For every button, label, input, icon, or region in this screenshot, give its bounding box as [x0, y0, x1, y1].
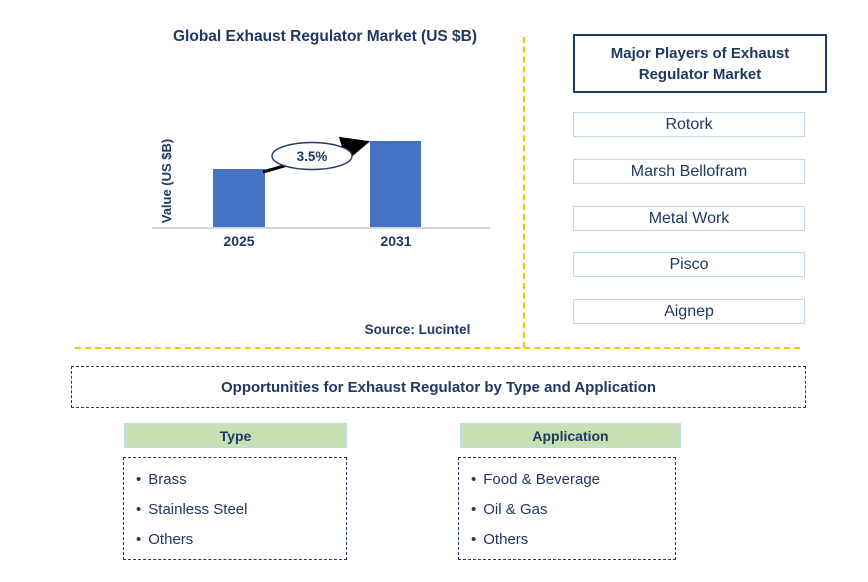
player-item: Marsh Bellofram [573, 159, 805, 184]
type-column-header: Type [124, 423, 347, 448]
growth-ellipse [271, 141, 353, 171]
player-item: Aignep [573, 299, 805, 324]
type-item-label: Stainless Steel [148, 501, 248, 518]
player-item: Metal Work [573, 206, 805, 231]
chart-title: Global Exhaust Regulator Market (US $B) [172, 28, 478, 45]
application-column-header: Application [460, 423, 681, 448]
type-item-label: Brass [148, 471, 187, 488]
horizontal-separator [75, 347, 800, 349]
x-tick-2031: 2031 [380, 233, 412, 249]
bullet-icon: • [136, 471, 142, 488]
bullet-icon: • [471, 501, 477, 518]
type-list-item: • Brass [136, 465, 346, 495]
bullet-icon: • [471, 531, 477, 548]
application-item-label: Others [483, 531, 529, 548]
application-list-item: • Food & Beverage [471, 465, 675, 495]
type-list: • Brass • Stainless Steel • Others [123, 457, 347, 560]
application-list-item: • Others [471, 525, 675, 555]
players-title: Major Players of Exhaust Regulator Marke… [573, 34, 827, 93]
application-item-label: Oil & Gas [483, 501, 548, 518]
type-item-label: Others [148, 531, 194, 548]
player-item: Pisco [573, 252, 805, 277]
x-axis-line [152, 227, 490, 229]
source-label: Source: Lucintel [364, 322, 471, 337]
bullet-icon: • [471, 471, 477, 488]
opportunities-title: Opportunities for Exhaust Regulator by T… [71, 366, 806, 408]
type-list-item: • Others [136, 525, 346, 555]
bar-2031 [370, 141, 421, 227]
player-item: Rotork [573, 112, 805, 137]
bar-2025 [213, 169, 265, 227]
application-list-item: • Oil & Gas [471, 495, 675, 525]
vertical-separator [523, 37, 525, 348]
application-item-label: Food & Beverage [483, 471, 601, 488]
bullet-icon: • [136, 531, 142, 548]
type-list-item: • Stainless Steel [136, 495, 346, 525]
bullet-icon: • [136, 501, 142, 518]
growth-annotation: 3.5% [262, 136, 371, 174]
application-list: • Food & Beverage • Oil & Gas • Others [458, 457, 676, 560]
x-tick-2025: 2025 [223, 233, 255, 249]
growth-rate-label: 3.5% [297, 149, 328, 164]
